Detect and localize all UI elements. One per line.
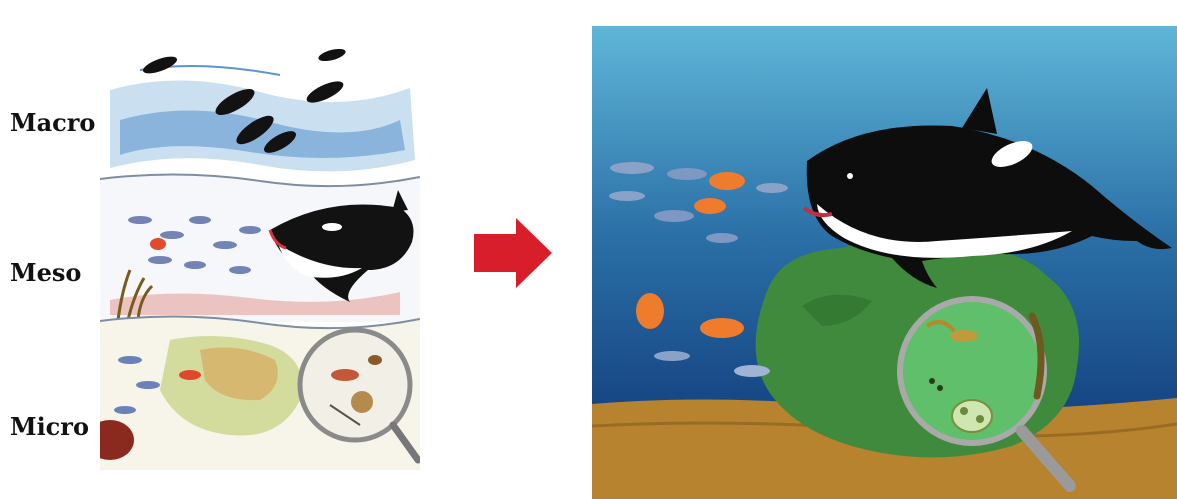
right-arrow-icon <box>474 218 554 288</box>
macro-panel <box>100 30 420 187</box>
label-micro: Micro <box>10 412 89 441</box>
label-macro: Macro <box>10 108 95 137</box>
label-meso: Meso <box>10 258 81 287</box>
scales-illustration <box>100 30 420 470</box>
micro-panel <box>100 317 420 470</box>
meso-panel <box>100 175 420 329</box>
ocean-scene-illustration <box>592 26 1177 499</box>
